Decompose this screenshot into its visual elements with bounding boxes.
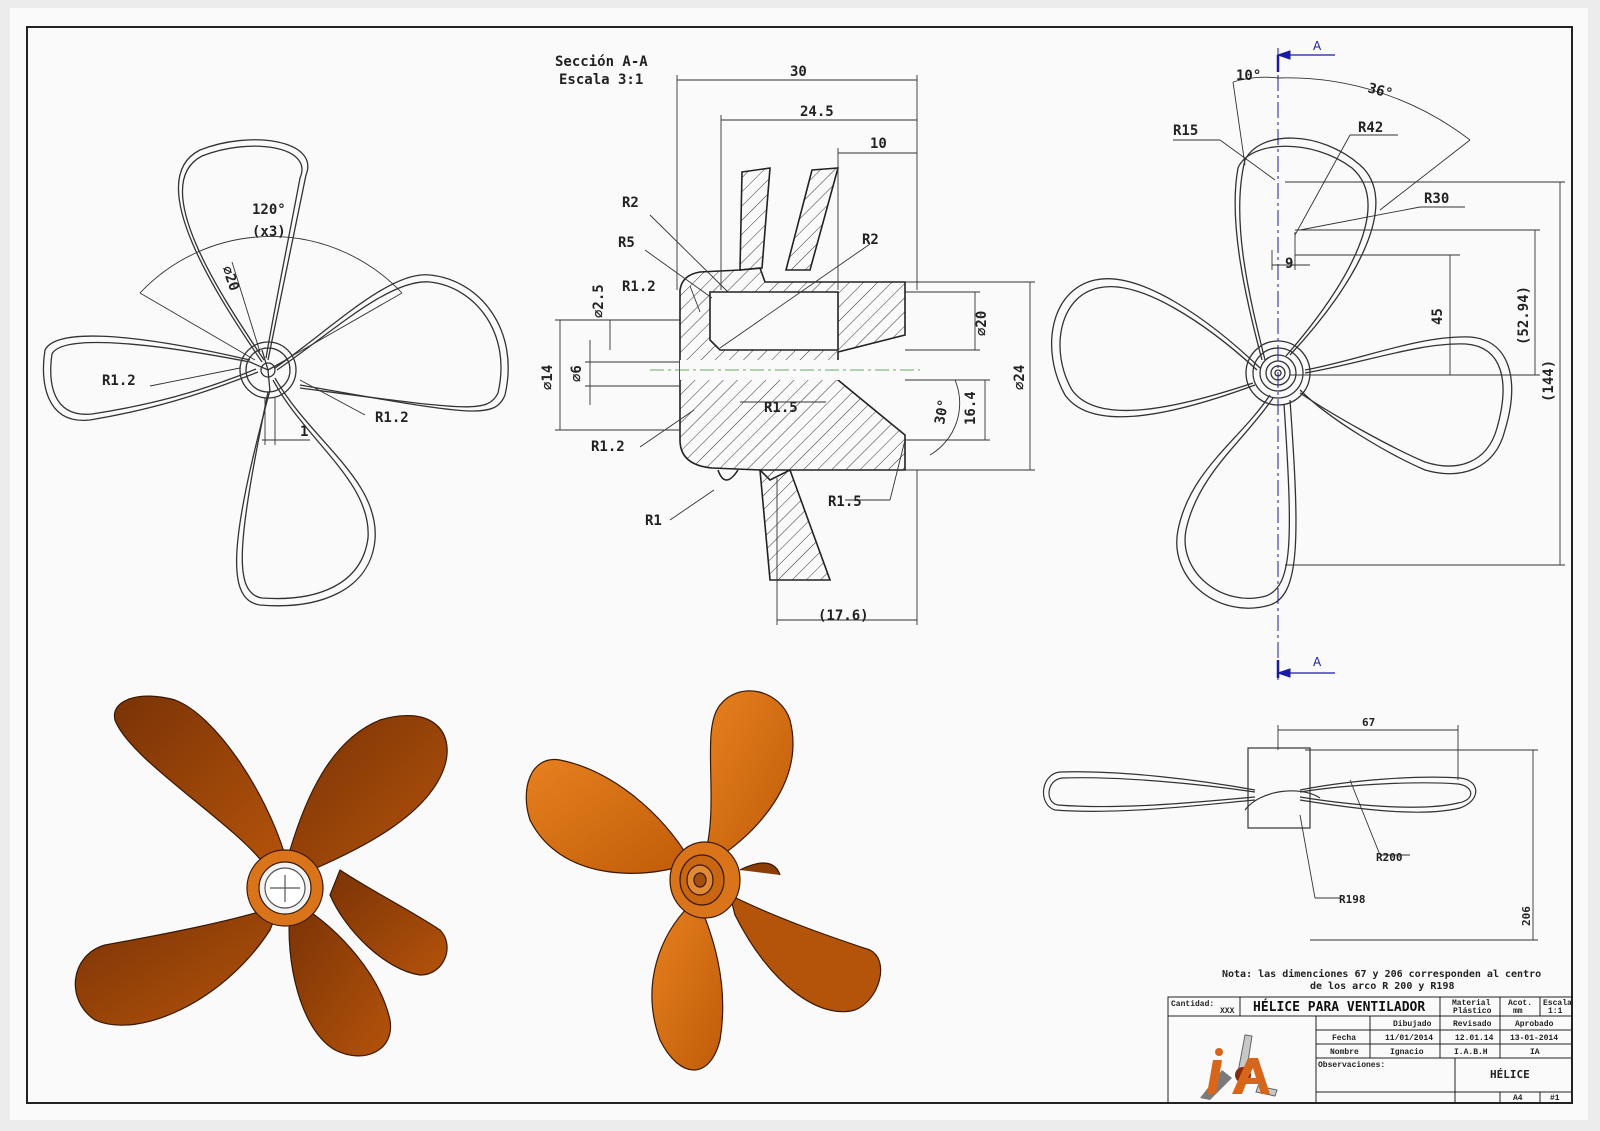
- tb-obs-label: Observaciones:: [1318, 1061, 1385, 1070]
- side-view-dimensions: [1277, 725, 1538, 941]
- front-offset-label: 1: [300, 424, 308, 440]
- note-line-1: Nota: las dimenciones 67 y 206 correspon…: [1222, 968, 1541, 980]
- side-view: [1042, 747, 1477, 829]
- front-view: [42, 139, 509, 607]
- front-r-right-label: R1.2: [375, 410, 409, 426]
- tb-title: HÉLICE PARA VENTILADOR: [1253, 999, 1425, 1015]
- dim-16-4: 16.4: [963, 391, 979, 425]
- dim-10: 10: [870, 136, 887, 152]
- dim-206: 206: [1520, 906, 1533, 926]
- dim-24-5: 24.5: [800, 104, 834, 120]
- tb-nombre-label: Nombre: [1330, 1048, 1359, 1057]
- render-iso-back: [525, 690, 882, 1071]
- dim-144: (144): [1541, 360, 1557, 402]
- tb-part-name: HÉLICE: [1490, 1068, 1530, 1081]
- cut-label-bottom: A: [1313, 655, 1322, 669]
- dim-r30: R30: [1424, 191, 1449, 207]
- dim-r42: R42: [1358, 120, 1383, 136]
- dim-d24: ⌀24: [1012, 365, 1028, 390]
- title-block: [1167, 996, 1573, 1104]
- dim-d20: ⌀20: [974, 311, 990, 336]
- front-hub-dia-label: ⌀20: [218, 264, 242, 293]
- tb-escala-value: 1:1: [1548, 1007, 1563, 1016]
- tb-col-dibujado: Dibujado: [1393, 1020, 1432, 1029]
- tb-nombre-rev: I.A.B.H: [1454, 1048, 1488, 1057]
- section-title: Sección A-A: [555, 54, 648, 70]
- tb-col-aprobado: Aprobado: [1515, 1020, 1554, 1029]
- tb-material-value: Plástico: [1453, 1007, 1492, 1016]
- cut-label-top: A: [1313, 39, 1322, 53]
- front-view-dimensions: [139, 236, 403, 445]
- tb-acot-value: mm: [1513, 1007, 1523, 1016]
- right-view-dimensions: [1173, 76, 1565, 566]
- dim-angle-10: 10°: [1236, 68, 1261, 84]
- note-label: Nota:: [1222, 969, 1252, 980]
- tb-cantidad-value: XXX: [1220, 1007, 1235, 1016]
- tb-cantidad-label: Cantidad:: [1171, 1000, 1214, 1009]
- tb-nombre-dib: Ignacio: [1390, 1048, 1424, 1057]
- tb-col-revisado: Revisado: [1453, 1020, 1492, 1029]
- section-dimensions: [555, 75, 1035, 625]
- front-r-left-label: R1.2: [102, 373, 136, 389]
- note-line-2: de los arco R 200 y R198: [1310, 981, 1455, 992]
- dim-9: 9: [1285, 256, 1293, 272]
- dim-r15: R15: [1173, 123, 1198, 139]
- dim-r200: R200: [1376, 851, 1403, 864]
- front-angle-label: 120°: [252, 202, 286, 218]
- dim-52-94: (52.94): [1516, 286, 1532, 345]
- section-scale: Escala 3:1: [559, 72, 643, 88]
- dim-17-6: (17.6): [818, 608, 869, 624]
- dim-r5: R5: [618, 235, 635, 251]
- dim-r1: R1: [645, 513, 662, 529]
- tb-acot-label: Acot.: [1508, 999, 1532, 1008]
- tb-nombre-apr: IA: [1530, 1048, 1540, 1057]
- tb-fecha-label: Fecha: [1332, 1034, 1356, 1043]
- dim-r1-5-mid: R1.5: [764, 400, 798, 416]
- sheet-border: [26, 26, 1573, 1104]
- tb-format: A4: [1513, 1094, 1523, 1103]
- right-view: [1051, 137, 1513, 609]
- dim-30: 30: [790, 64, 807, 80]
- front-count-label: (x3): [252, 224, 286, 240]
- tb-material-label: Material: [1452, 999, 1491, 1008]
- tb-fecha-rev: 12.01.14: [1455, 1034, 1494, 1043]
- dim-angle-36: 36°: [1366, 80, 1395, 102]
- tb-fecha-apr: 13-01-2014: [1510, 1034, 1558, 1043]
- company-logo: [1200, 1034, 1278, 1100]
- dim-d2-5: ⌀2.5: [591, 284, 607, 318]
- dim-r2-right: R2: [862, 232, 879, 248]
- render-iso-front: [74, 695, 448, 1057]
- tb-fecha-dib: 11/01/2014: [1385, 1034, 1433, 1043]
- section-view: [679, 167, 906, 581]
- tb-sheet: #1: [1550, 1094, 1560, 1103]
- dim-r198: R198: [1339, 893, 1366, 906]
- note-text-1: las dimenciones 67 y 206 corresponden al…: [1258, 968, 1541, 980]
- dim-67: 67: [1362, 716, 1375, 729]
- dim-d14: ⌀14: [540, 365, 556, 390]
- dim-45: 45: [1430, 308, 1446, 325]
- dim-r1-2-bot: R1.2: [591, 439, 625, 455]
- dim-d6: ⌀6: [569, 365, 585, 382]
- tb-escala-label: Escala: [1543, 999, 1572, 1008]
- dim-r1-2-top: R1.2: [622, 279, 656, 295]
- dim-r2-top: R2: [622, 195, 639, 211]
- cut-line-a: [1276, 48, 1335, 680]
- dim-r1-5-bot: R1.5: [828, 494, 862, 510]
- dim-angle-30: 30°: [932, 398, 952, 426]
